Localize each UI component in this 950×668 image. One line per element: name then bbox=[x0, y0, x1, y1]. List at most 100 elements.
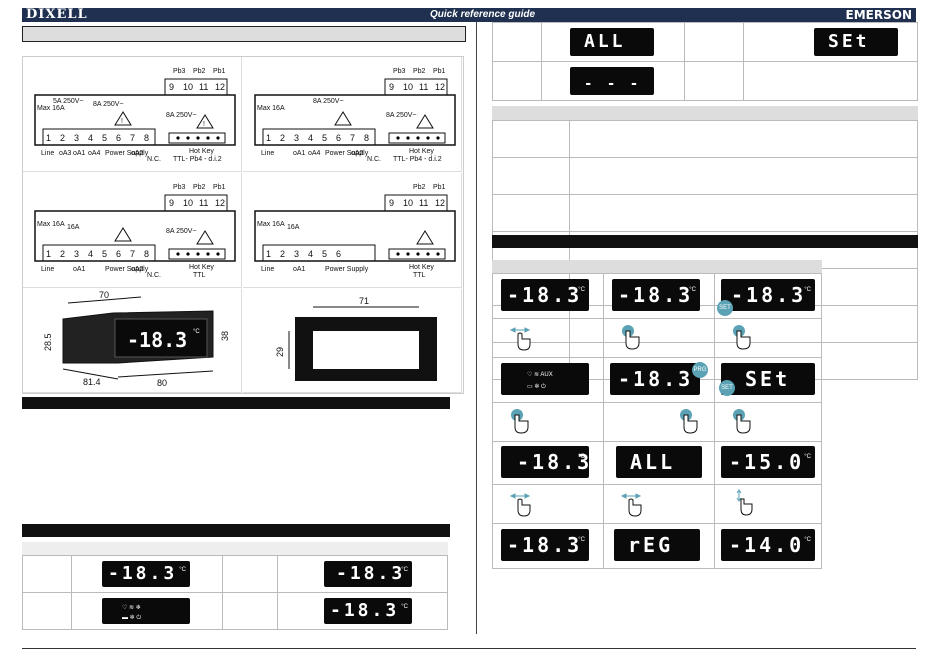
terminal-label: 12 bbox=[215, 82, 225, 92]
svg-text:oA3: oA3 bbox=[59, 150, 72, 157]
svg-text:5: 5 bbox=[322, 249, 327, 259]
brand-logo: DIXELL bbox=[26, 7, 88, 22]
cutout-dimensions-svg: 71 29 bbox=[275, 296, 437, 381]
display-lcd: ALL bbox=[570, 28, 654, 56]
svg-text:12: 12 bbox=[435, 198, 445, 208]
svg-text:oA2: oA2 bbox=[131, 150, 144, 157]
svg-text:Pb2: Pb2 bbox=[413, 68, 426, 75]
display-lcd: -14.0°C bbox=[721, 529, 815, 561]
svg-text:10: 10 bbox=[183, 198, 193, 208]
svg-text:38: 38 bbox=[220, 331, 230, 341]
svg-text:5: 5 bbox=[102, 133, 107, 143]
hand-swipe-icon bbox=[618, 490, 644, 518]
cutout-dimensions: 71 29 bbox=[243, 289, 462, 393]
prg-button-badge[interactable]: PRG bbox=[692, 362, 708, 378]
svg-text:4: 4 bbox=[88, 133, 93, 143]
svg-text:9: 9 bbox=[389, 82, 394, 92]
svg-text:Hot Key: Hot Key bbox=[189, 148, 214, 155]
svg-text:8: 8 bbox=[144, 249, 149, 259]
svg-text:1: 1 bbox=[266, 249, 271, 259]
svg-text:12: 12 bbox=[435, 82, 445, 92]
svg-text:5: 5 bbox=[322, 133, 327, 143]
svg-text:16A: 16A bbox=[67, 224, 80, 231]
front-dimensions-svg: 70 -18.3 °C 28.5 38 81.4 80 bbox=[43, 290, 230, 388]
svg-text:Pb1: Pb1 bbox=[433, 68, 446, 75]
svg-text:6: 6 bbox=[116, 133, 121, 143]
set-button-badge[interactable]: SET bbox=[717, 300, 733, 316]
svg-text:4: 4 bbox=[308, 249, 313, 259]
left-display-table: -18.3 °C -18.3 °C ♡ ≋ ❄ ▬ ✲ ⏻ -18.3 °C bbox=[22, 555, 448, 630]
set-button-badge[interactable]: SET bbox=[719, 380, 735, 396]
svg-text:N.C.: N.C. bbox=[147, 156, 161, 163]
svg-text:°C: °C bbox=[193, 329, 200, 335]
svg-text:Hot Key: Hot Key bbox=[409, 148, 434, 155]
display-lcd: -18.3 °C bbox=[324, 561, 412, 587]
company-logo: EMERSON bbox=[845, 8, 912, 22]
svg-text:Line: Line bbox=[261, 266, 274, 273]
svg-text:11: 11 bbox=[419, 198, 428, 208]
param-table-header bbox=[492, 106, 918, 120]
svg-text:oA1: oA1 bbox=[293, 150, 306, 157]
svg-text:12: 12 bbox=[215, 198, 225, 208]
svg-text:1: 1 bbox=[46, 133, 51, 143]
svg-text:Pb1: Pb1 bbox=[433, 184, 446, 191]
svg-text:Max 16A: Max 16A bbox=[257, 105, 285, 112]
svg-text:2: 2 bbox=[60, 133, 65, 143]
terminal-label: 11 bbox=[199, 82, 208, 92]
svg-text:6: 6 bbox=[336, 133, 341, 143]
column-divider bbox=[476, 22, 477, 634]
display-lcd: -18.3 °C bbox=[102, 561, 190, 587]
svg-text:3: 3 bbox=[294, 249, 299, 259]
svg-text:10: 10 bbox=[403, 82, 413, 92]
svg-text:Power Supply: Power Supply bbox=[105, 150, 149, 157]
svg-text:2: 2 bbox=[280, 249, 285, 259]
display-lcd: -18.3°C bbox=[501, 529, 589, 561]
svg-text:10: 10 bbox=[403, 198, 413, 208]
svg-text:5: 5 bbox=[102, 249, 107, 259]
left-table-header bbox=[22, 542, 448, 555]
svg-text:2: 2 bbox=[60, 249, 65, 259]
svg-text:Power Supply: Power Supply bbox=[105, 266, 149, 273]
svg-text:Power Supply: Power Supply bbox=[325, 150, 369, 157]
svg-text:9: 9 bbox=[169, 198, 174, 208]
svg-text:5A 250V~: 5A 250V~ bbox=[53, 98, 84, 105]
svg-text:16A: 16A bbox=[287, 224, 300, 231]
svg-text:TTL- Pb4 - d.i.2: TTL- Pb4 - d.i.2 bbox=[173, 156, 222, 163]
hand-press-icon bbox=[676, 407, 702, 435]
bottom-grid-header bbox=[492, 260, 822, 273]
svg-text:8A 250V~: 8A 250V~ bbox=[313, 98, 344, 105]
svg-text:4: 4 bbox=[88, 249, 93, 259]
svg-text:28.5: 28.5 bbox=[43, 333, 53, 351]
svg-text:Power Supply: Power Supply bbox=[325, 266, 369, 273]
svg-text:7: 7 bbox=[350, 133, 355, 143]
display-lcd: -18.3 °C bbox=[324, 598, 412, 624]
svg-text:70: 70 bbox=[99, 290, 109, 300]
svg-text:TTL: TTL bbox=[413, 272, 426, 279]
hand-press-icon bbox=[507, 407, 533, 435]
display-lcd-icons: ♡ ≋ AUX▭ ✲ ⏻ bbox=[501, 363, 589, 395]
section-bar-display bbox=[22, 524, 450, 537]
svg-text:oA1: oA1 bbox=[293, 266, 306, 273]
hand-press-icon bbox=[729, 323, 755, 351]
svg-text:7: 7 bbox=[130, 249, 135, 259]
display-lcd: ALL bbox=[616, 446, 702, 478]
svg-text:Hot Key: Hot Key bbox=[409, 264, 434, 271]
svg-text:Pb2: Pb2 bbox=[413, 184, 426, 191]
footer-rule bbox=[22, 648, 916, 649]
svg-text:N.C.: N.C. bbox=[147, 272, 161, 279]
section-bar-installation bbox=[22, 397, 450, 409]
display-lcd: SEt bbox=[814, 28, 898, 56]
terminal-label: 9 bbox=[169, 82, 174, 92]
svg-text:11: 11 bbox=[419, 82, 428, 92]
svg-text:11: 11 bbox=[199, 198, 208, 208]
svg-text:3: 3 bbox=[74, 249, 79, 259]
svg-text:Pb3: Pb3 bbox=[173, 184, 186, 191]
svg-text:oA1: oA1 bbox=[73, 150, 86, 157]
display-lcd: -18.3°C bbox=[721, 279, 815, 311]
svg-text:Line: Line bbox=[41, 266, 54, 273]
